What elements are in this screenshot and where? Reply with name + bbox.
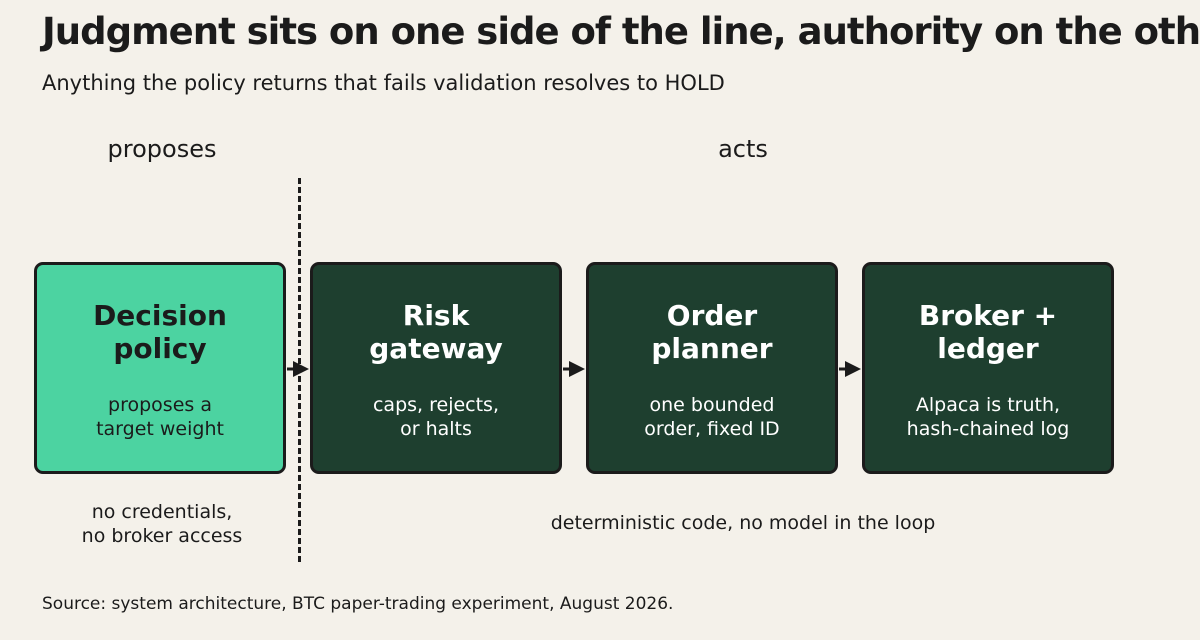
- note-line: no broker access: [81, 525, 243, 547]
- box-desc-line: target weight: [96, 418, 224, 440]
- box-description: proposes a target weight: [45, 393, 275, 441]
- arrow-gateway-to-planner: [563, 361, 585, 377]
- box-title-line: Broker +: [918, 299, 1058, 332]
- box-description: Alpaca is truth, hash-chained log: [873, 393, 1103, 441]
- box-desc-line: or halts: [400, 418, 472, 440]
- box-desc-line: proposes a: [108, 394, 212, 416]
- diagram-title: Judgment sits on one side of the line, a…: [42, 10, 1200, 53]
- box-title: Order planner: [597, 299, 827, 365]
- box-desc-line: hash-chained log: [906, 418, 1070, 440]
- box-description: caps, rejects, or halts: [321, 393, 551, 441]
- box-title-line: ledger: [937, 332, 1039, 365]
- broker-ledger-box: Broker + ledger Alpaca is truth, hash-ch…: [862, 262, 1114, 474]
- box-desc-line: one bounded: [649, 394, 775, 416]
- box-title-line: gateway: [369, 332, 503, 365]
- box-title-line: policy: [113, 332, 207, 365]
- box-title-line: planner: [651, 332, 773, 365]
- box-desc-line: Alpaca is truth,: [915, 394, 1061, 416]
- source-caption: Source: system architecture, BTC paper-t…: [42, 594, 674, 614]
- box-desc-line: caps, rejects,: [372, 394, 499, 416]
- policy-constraints-note: no credentials, no broker access: [82, 500, 243, 548]
- order-planner-box: Order planner one bounded order, fixed I…: [586, 262, 838, 474]
- arrow-planner-to-broker: [839, 361, 861, 377]
- risk-gateway-box: Risk gateway caps, rejects, or halts: [310, 262, 562, 474]
- note-line: no credentials,: [91, 501, 233, 523]
- zone-label-acts: acts: [718, 135, 768, 163]
- box-title: Risk gateway: [321, 299, 551, 365]
- arrow-policy-to-gateway: [287, 361, 309, 377]
- decision-policy-box: Decision policy proposes a target weight: [34, 262, 286, 474]
- box-title: Decision policy: [45, 299, 275, 365]
- box-title: Broker + ledger: [873, 299, 1103, 365]
- zone-label-proposes: proposes: [107, 135, 217, 163]
- diagram-subtitle: Anything the policy returns that fails v…: [42, 71, 725, 95]
- box-title-line: Decision: [93, 299, 227, 332]
- box-title-line: Risk: [402, 299, 470, 332]
- deterministic-code-note: deterministic code, no model in the loop: [550, 512, 936, 534]
- box-description: one bounded order, fixed ID: [597, 393, 827, 441]
- box-desc-line: order, fixed ID: [644, 418, 780, 440]
- box-title-line: Order: [666, 299, 758, 332]
